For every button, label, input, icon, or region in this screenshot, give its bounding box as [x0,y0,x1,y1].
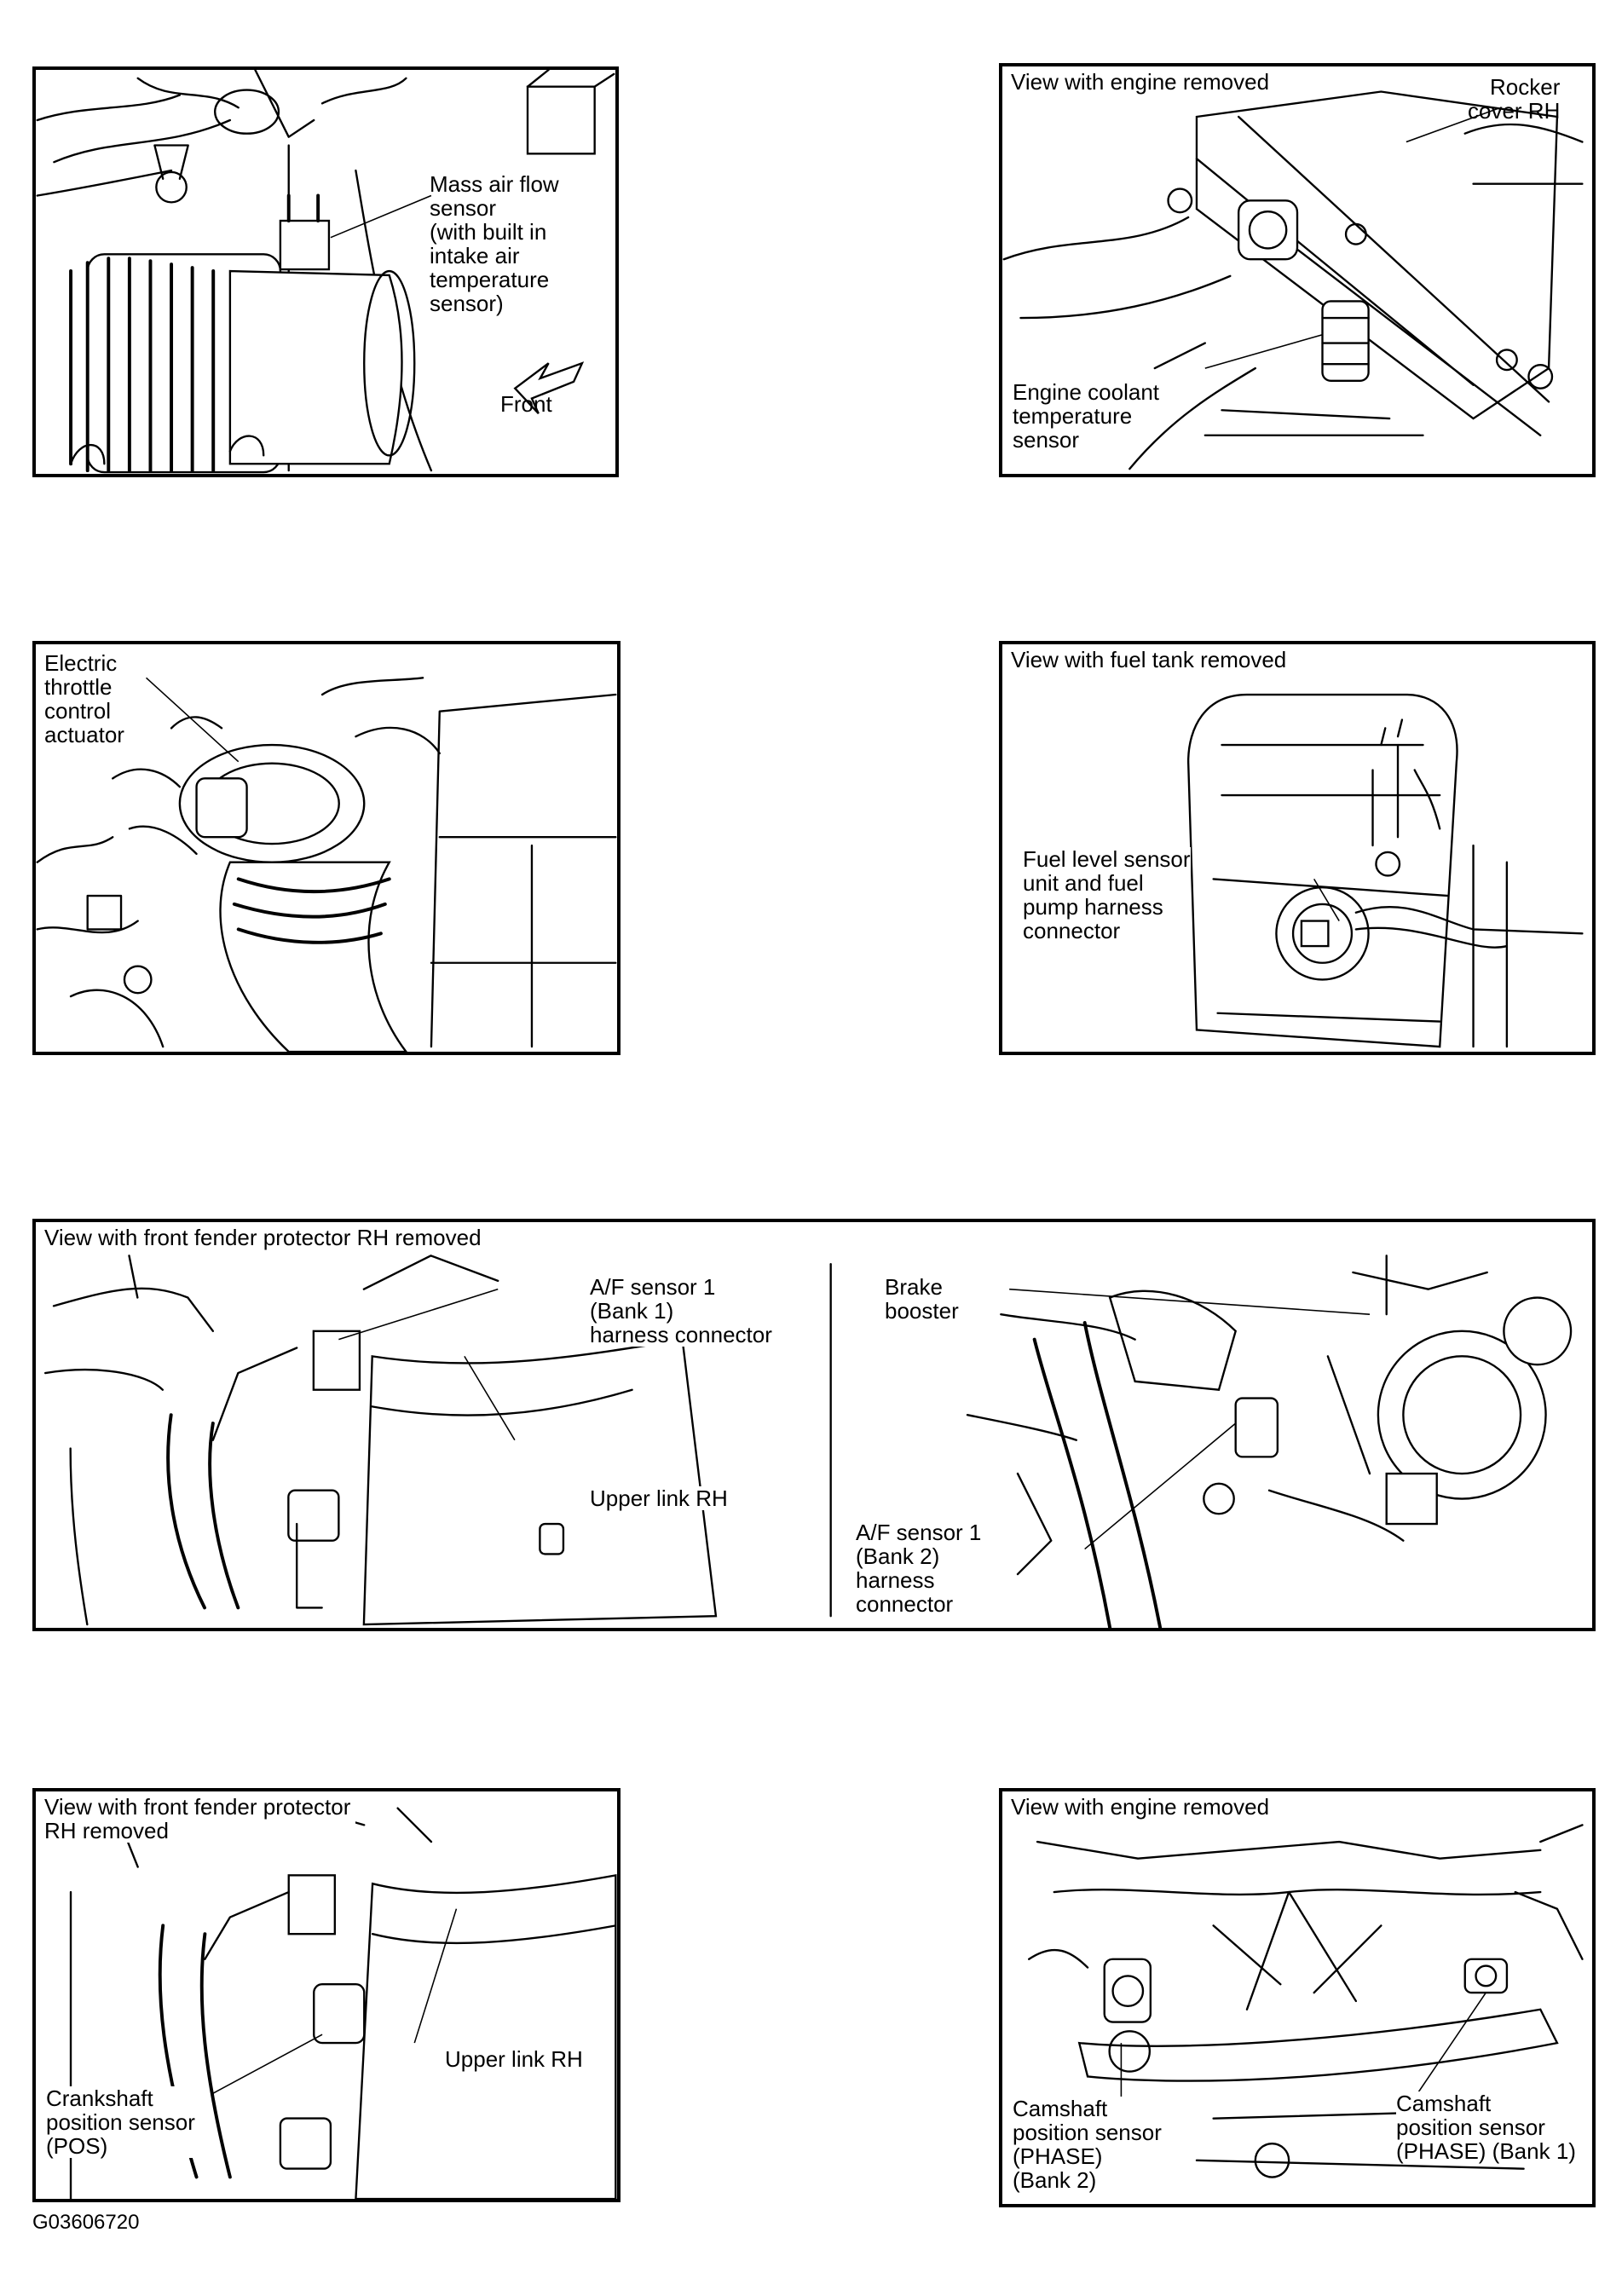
engine-drawing-crankshaft [69,1807,617,2199]
panel-mass-air-flow-sensor: Mass air flow sensor (with built in inta… [32,66,619,477]
rocker-cover-label: Rocker cover RH [1468,74,1561,124]
engine-drawing-maf [36,70,615,474]
upper-link-label: Upper link RH [445,2046,583,2072]
engine-drawing-af-sensors [43,1255,1573,1628]
panel-crankshaft-position-sensor: View with front fender protector RH remo… [32,1788,621,2202]
camshaft-sensor-bank1-label: Camshaft position sensor (PHASE) (Bank 1… [1396,2091,1576,2164]
panel-fuel-level-sensor: View with fuel tank removed Fuel level s… [999,641,1596,1055]
view-caption: View with engine removed [1011,1795,1275,1819]
engine-coolant-temperature-sensor-label: Engine coolant temperature sensor [1013,379,1160,453]
figure-code: G03606720 [32,2211,140,2234]
panel-af-sensor-harness-connectors: View with front fender protector RH remo… [32,1219,1596,1631]
af-sensor-bank1-label: A/F sensor 1 (Bank 1) harness connector [590,1274,772,1347]
camshaft-sensor-bank2-label: Camshaft position sensor (PHASE) (Bank 2… [1013,2096,1162,2193]
crankshaft-position-sensor-label: Crankshaft position sensor (POS) [46,2085,195,2159]
view-caption: View with front fender protector RH remo… [44,1795,356,1843]
panel-camshaft-position-sensors: View with engine removed Camshaft positi… [999,1788,1596,2207]
electric-throttle-control-actuator-label: Electric throttle control actuator [44,650,124,747]
engine-drawing-ect [1002,90,1584,470]
fuel-level-sensor-label: Fuel level sensor unit and fuel pump har… [1023,846,1191,943]
front-direction-label: Front [500,391,552,417]
panel-engine-coolant-temperature-sensor: View with engine removed Rocker cover RH… [999,63,1596,477]
af-sensor-bank2-label: A/F sensor 1 (Bank 2) harness connector [856,1520,982,1617]
maf-sensor-label: Mass air flow sensor (with built in inta… [430,171,559,316]
upper-link-label: Upper link RH [590,1485,728,1511]
engine-drawing-throttle [36,677,617,1052]
brake-booster-label: Brake booster [885,1274,959,1324]
view-caption: View with fuel tank removed [1011,648,1292,672]
view-caption: View with engine removed [1011,70,1275,94]
fuel-tank-drawing [1186,693,1584,1048]
view-caption: View with front fender protector RH remo… [44,1226,487,1249]
engine-drawing-camshaft [1028,1824,1584,2178]
panel-electric-throttle-control-actuator: Electric throttle control actuator [32,641,621,1055]
